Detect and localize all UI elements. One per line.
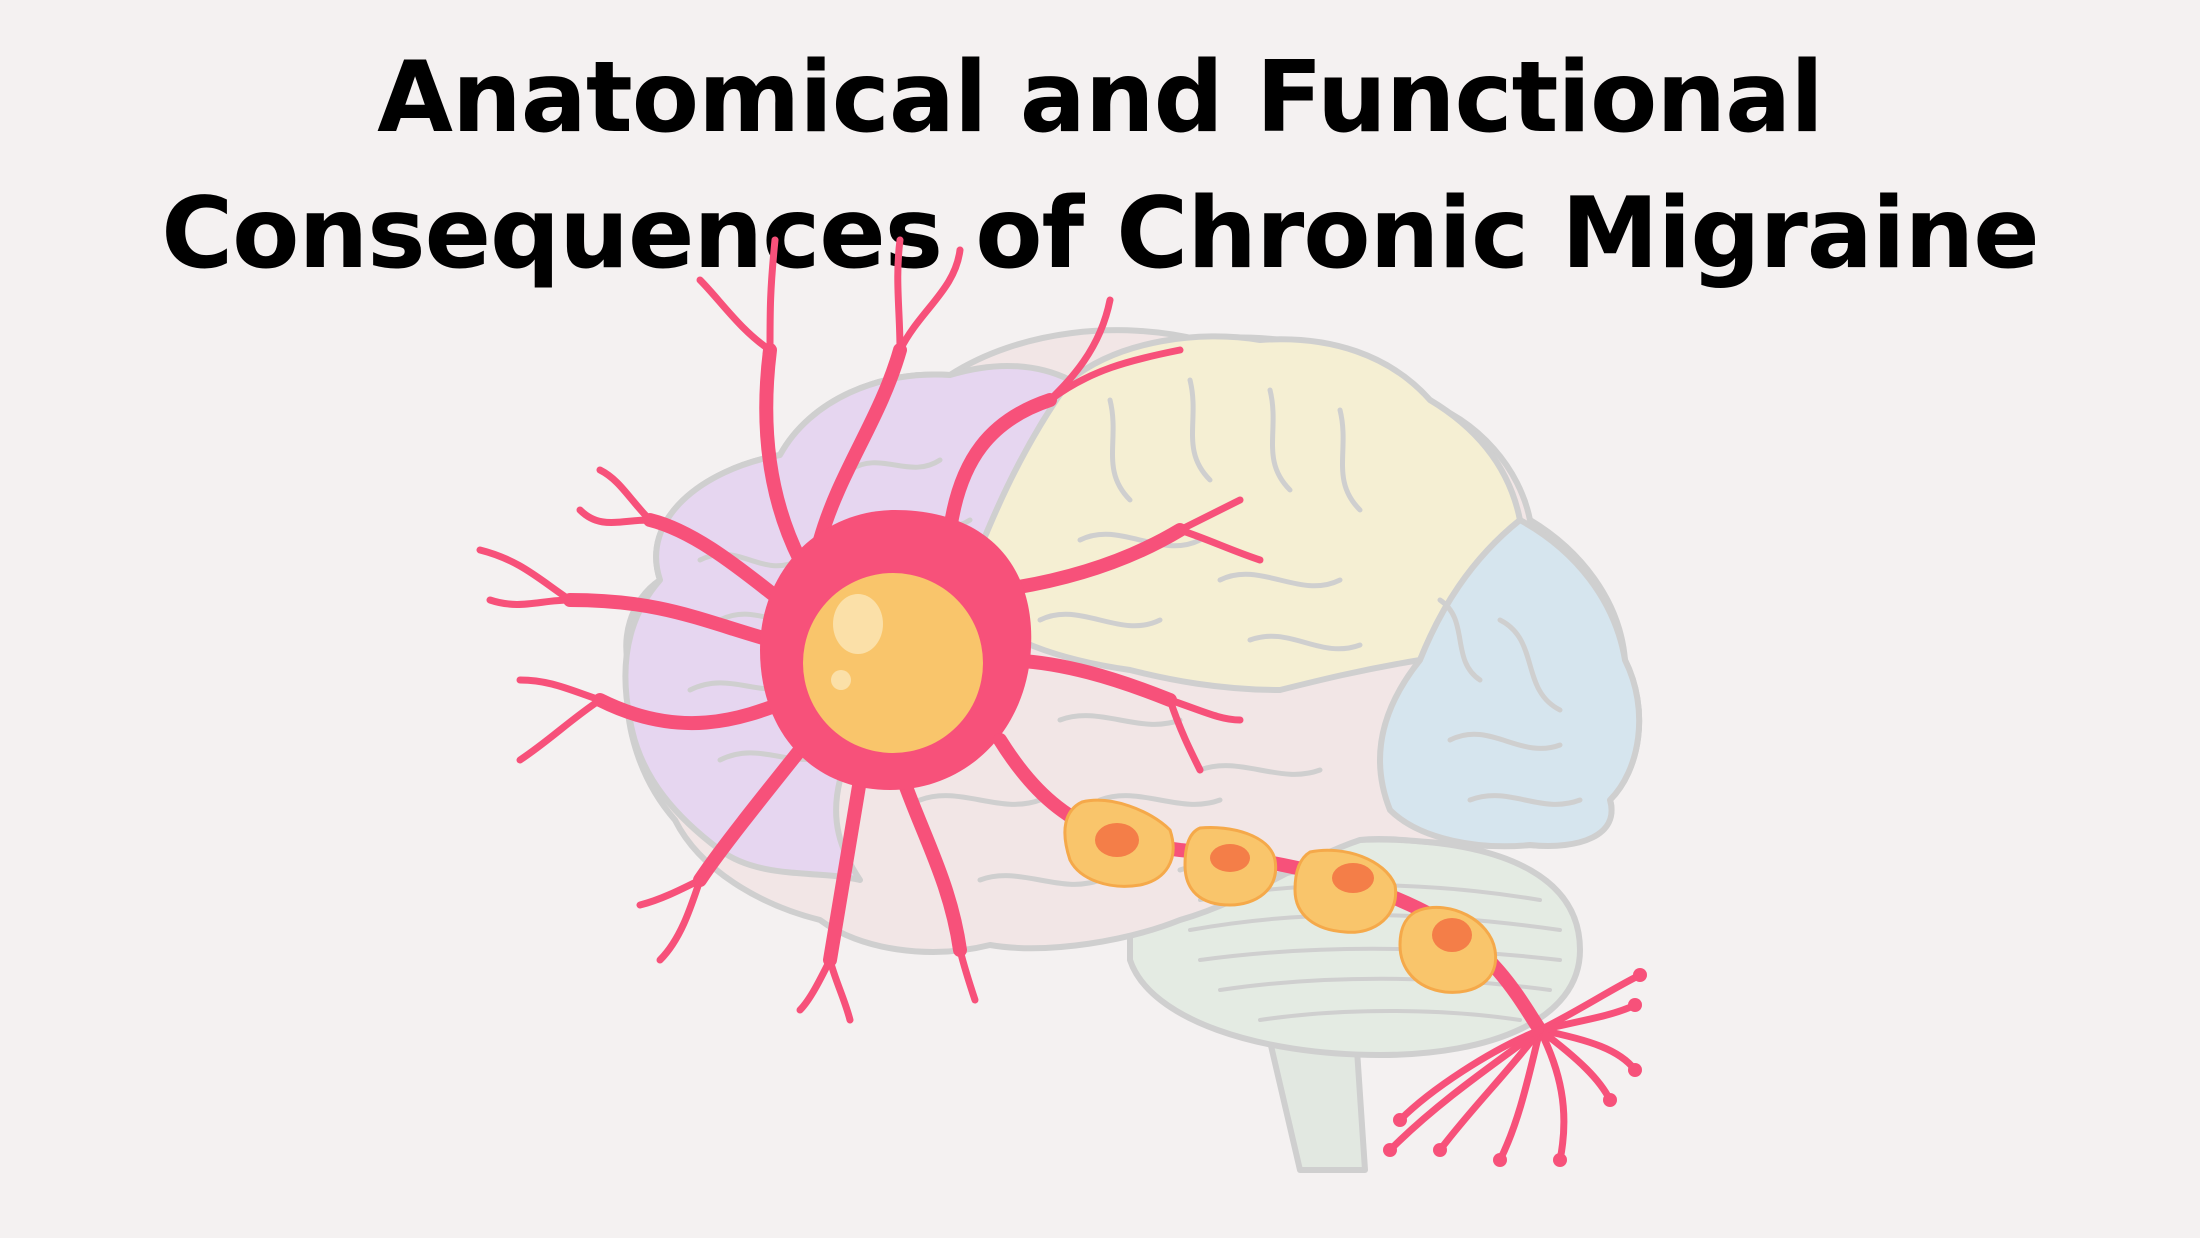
myelin-sheath [1063,798,1498,994]
title-line-1: Anatomical and Functional [377,41,1824,155]
myelin-segment [1063,798,1175,888]
nucleus-highlight-small [831,670,851,690]
neuron-nucleus [803,573,983,753]
title-line-2: Consequences of Chronic Migraine [161,177,2040,291]
axon-terminal-buttons [1383,968,1647,1167]
myelin-segment [1398,905,1498,994]
neuron-illustration [476,236,1647,1167]
page-title: Anatomical and Functional Consequences o… [0,30,2200,302]
myelin-segment [1183,825,1278,907]
nucleus-highlight [833,594,883,654]
occipital-lobe-shape [1377,517,1643,850]
brain-illustration [622,327,1643,1173]
myelin-segment [1293,848,1398,934]
